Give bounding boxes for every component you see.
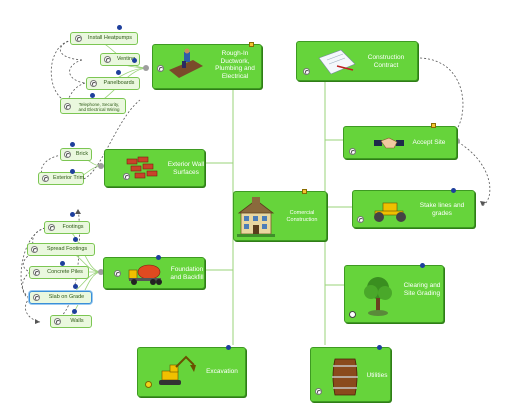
subtask-label: Slab on Grade — [48, 294, 85, 300]
node-utilities[interactable]: Utilities — [310, 345, 391, 402]
node-exterior-walls[interactable]: Exterior Wall Surfaces — [104, 149, 205, 187]
clock-icon — [420, 263, 425, 268]
clock-icon — [90, 93, 95, 98]
bricks-icon — [126, 156, 158, 179]
barrel-icon — [332, 358, 358, 396]
progress-dot-icon — [114, 270, 121, 277]
node-exterior-walls-label: Exterior Wall Surfaces — [167, 161, 205, 176]
progress-dot-icon — [315, 388, 322, 395]
subtask-slab-on-grade[interactable]: Slab on Grade — [29, 291, 92, 304]
tree-icon — [364, 277, 392, 316]
subtask-label: Brick — [75, 151, 89, 157]
clock-icon — [70, 142, 75, 147]
clock-icon — [132, 58, 137, 63]
node-foundation[interactable]: Foundation and Backfill — [103, 255, 205, 289]
clock-icon — [70, 212, 75, 217]
progress-dot-icon — [33, 294, 40, 301]
subtask-label: Panelboards — [103, 80, 135, 86]
progress-dot-icon — [349, 311, 356, 318]
node-clearing-label: Clearing and Site Grading — [403, 282, 441, 297]
clock-icon — [72, 309, 77, 314]
contract-pen-icon — [318, 49, 356, 75]
subtask-brick[interactable]: Brick — [60, 148, 92, 161]
progress-dot-icon — [123, 173, 130, 180]
node-rough-in-label: Rough-In Ductwork, Plumbing and Electric… — [215, 50, 255, 80]
node-rough-in[interactable]: Rough-In Ductwork, Plumbing and Electric… — [152, 42, 262, 89]
subtask-label: Concrete Piles — [47, 269, 83, 275]
progress-dot-icon — [157, 65, 164, 72]
progress-dot-icon — [64, 103, 71, 110]
subtask-panelboards[interactable]: Panelboards — [86, 77, 140, 90]
node-stake-lines[interactable]: Stake lines and grades — [352, 188, 475, 228]
progress-dot-icon — [33, 269, 40, 276]
subtask-telephone[interactable]: Telephone, Security, and Electrical Wiri… — [60, 98, 126, 114]
subtask-label: Footings — [62, 224, 84, 230]
subtask-label: Exterior Trim — [53, 175, 85, 181]
progress-dot-icon — [104, 56, 111, 63]
clock-icon — [226, 345, 231, 350]
progress-dot-icon — [145, 381, 152, 388]
road-roller-icon — [374, 202, 406, 222]
clock-icon — [377, 345, 382, 350]
subtask-install-heatpumps[interactable]: Install Heatpumps — [70, 32, 138, 45]
subtask-exterior-trim[interactable]: Exterior Trim — [38, 172, 84, 185]
clock-icon — [117, 25, 122, 30]
building-icon — [237, 197, 275, 237]
subtask-walls[interactable]: Walls — [50, 315, 92, 328]
progress-dot-icon — [90, 80, 97, 87]
progress-dot-icon — [48, 224, 55, 231]
excavator-icon — [159, 355, 196, 385]
progress-dot-icon — [349, 148, 356, 155]
subtask-footings[interactable]: Footings — [44, 221, 90, 234]
node-accept-site[interactable]: Accept Site — [343, 123, 457, 159]
flag-icon — [249, 42, 254, 47]
flag-icon — [431, 123, 436, 128]
node-construction-contract-label: Construction Contract — [367, 54, 405, 69]
cement-mixer-icon — [128, 264, 162, 285]
progress-dot-icon — [54, 318, 61, 325]
subtask-label: Venting — [116, 56, 136, 62]
worker-roof-icon — [169, 48, 203, 78]
node-utilities-label: Utilities — [366, 372, 388, 379]
handshake-icon — [374, 137, 404, 149]
central-node-label: Comercial Construction — [286, 210, 318, 223]
flag-icon — [302, 189, 307, 194]
progress-dot-icon — [64, 151, 71, 158]
node-excavation-label: Excavation — [206, 368, 238, 375]
subtask-label: Walls — [70, 318, 84, 324]
clock-icon — [451, 188, 456, 193]
progress-dot-icon — [303, 68, 310, 75]
subtask-label: Spread Footings — [46, 246, 88, 252]
clock-icon — [73, 284, 78, 289]
node-construction-contract[interactable]: Construction Contract — [296, 41, 418, 81]
progress-dot-icon — [31, 246, 38, 253]
progress-dot-icon — [357, 216, 364, 223]
clock-icon — [116, 70, 121, 75]
clock-icon — [60, 261, 65, 266]
subtask-spread-footings[interactable]: Spread Footings — [27, 243, 95, 256]
subtask-label: Telephone, Security, and Electrical Wiri… — [78, 102, 120, 112]
progress-dot-icon — [42, 175, 49, 182]
node-stake-lines-label: Stake lines and grades — [419, 202, 465, 217]
subtask-venting[interactable]: Venting — [100, 53, 140, 66]
clock-icon — [70, 169, 75, 174]
node-excavation[interactable]: Excavation — [137, 345, 246, 397]
node-accept-site-label: Accept Site — [412, 139, 446, 146]
clock-icon — [73, 237, 78, 242]
clock-icon — [156, 255, 161, 260]
subtask-label: Install Heatpumps — [87, 35, 133, 41]
node-clearing[interactable]: Clearing and Site Grading — [344, 263, 444, 323]
node-foundation-label: Foundation and Backfill — [170, 266, 204, 281]
subtask-concrete-piles[interactable]: Concrete Piles — [29, 266, 89, 279]
central-node[interactable]: Comercial Construction — [233, 189, 327, 241]
progress-dot-icon — [75, 35, 82, 42]
